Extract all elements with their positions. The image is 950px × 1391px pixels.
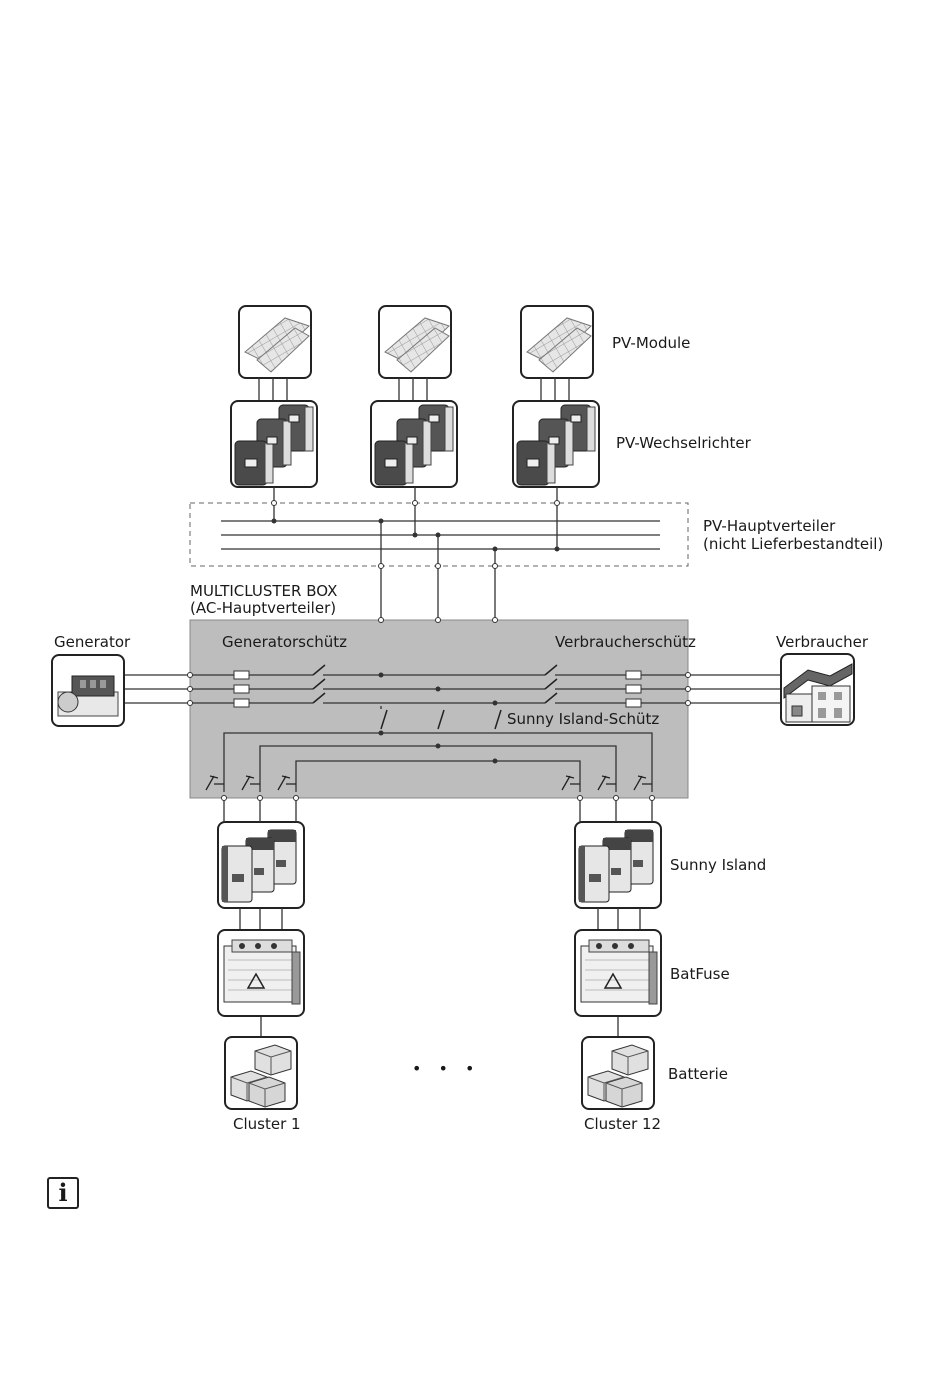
label-generator-contactor: Generatorschütz: [222, 634, 347, 651]
sunny-island-12: [575, 822, 661, 908]
label-pv-main-distribution-note: (nicht Lieferbestandteil): [703, 536, 883, 553]
pv-inverter-3: [513, 401, 599, 487]
label-ac-main-distribution: (AC-Hauptverteiler): [190, 600, 336, 617]
cluster-ellipsis: • • •: [412, 1060, 480, 1077]
generator-icon: [52, 655, 124, 726]
label-sunny-island: Sunny Island: [670, 857, 766, 874]
pv-module-1: [239, 306, 311, 378]
label-sunny-island-contactor: Sunny Island-Schütz: [507, 711, 659, 728]
info-icon: i: [47, 1177, 79, 1209]
batfuse-1: [218, 930, 304, 1016]
batfuse-12: [575, 930, 661, 1016]
battery-12: [582, 1037, 654, 1109]
label-battery: Batterie: [668, 1066, 728, 1083]
battery-1: [225, 1037, 297, 1109]
house-icon: [781, 654, 854, 725]
label-cluster-1: Cluster 1: [233, 1116, 301, 1133]
pv-inverter-2: [371, 401, 457, 487]
pv-inverter-1: [231, 401, 317, 487]
label-load-contactor: Verbraucherschütz: [555, 634, 696, 651]
pv-module-3: [521, 306, 593, 378]
label-cluster-12: Cluster 12: [584, 1116, 661, 1133]
label-pv-inverter: PV-Wechselrichter: [616, 435, 751, 452]
label-generator: Generator: [54, 634, 130, 651]
label-batfuse: BatFuse: [670, 966, 730, 983]
label-loads: Verbraucher: [776, 634, 868, 651]
label-pv-module: PV-Module: [612, 335, 690, 352]
label-multicluster-box: MULTICLUSTER BOX: [190, 583, 337, 600]
pv-module-2: [379, 306, 451, 378]
label-pv-main-distribution: PV-Hauptverteiler: [703, 518, 835, 535]
sunny-island-1: [218, 822, 304, 908]
